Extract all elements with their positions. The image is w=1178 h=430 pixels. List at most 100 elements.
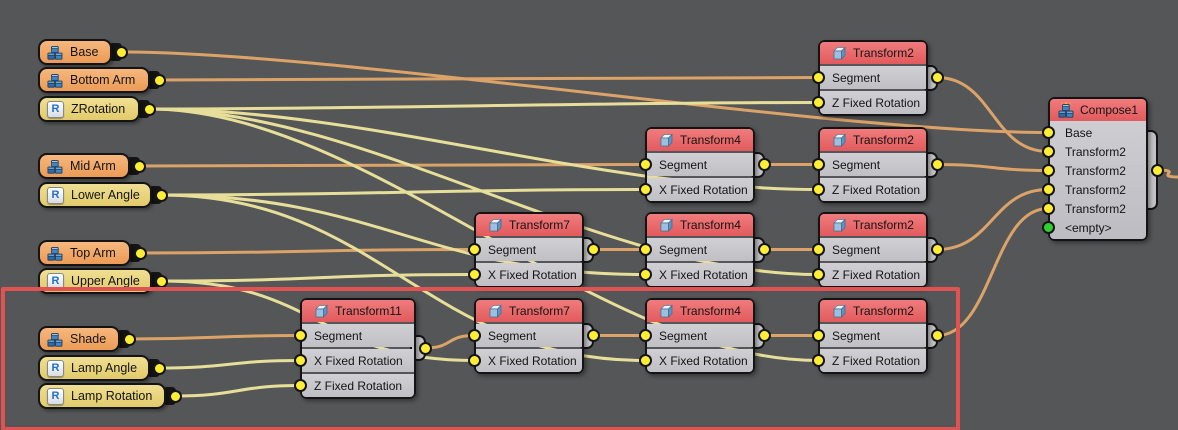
input-port[interactable]: [811, 354, 825, 367]
row-label: Segment: [832, 157, 881, 172]
row-label: Z Fixed Rotation: [832, 182, 921, 197]
node-top-arm[interactable]: Top Arm: [38, 240, 131, 266]
input-port[interactable]: [638, 183, 652, 196]
input-port[interactable]: [638, 268, 652, 281]
input-port[interactable]: [638, 158, 652, 171]
input-port[interactable]: [467, 329, 481, 342]
output-port[interactable]: [930, 158, 944, 171]
output-port[interactable]: [1150, 163, 1164, 177]
node-row: Transform2: [1050, 199, 1146, 218]
node-bottom-arm[interactable]: Bottom Arm: [38, 67, 150, 93]
transform-icon: [315, 304, 329, 318]
output-port[interactable]: [152, 361, 166, 375]
row-label: Transform2: [1065, 201, 1126, 216]
node-header: Transform11: [302, 300, 414, 322]
input-port[interactable]: [293, 354, 307, 367]
pill-label: Mid Arm: [70, 159, 116, 173]
node-row: Z Fixed Rotation: [302, 374, 414, 397]
input-port[interactable]: [293, 379, 307, 392]
output-port[interactable]: [133, 246, 147, 260]
output-port[interactable]: [154, 274, 168, 288]
transform-icon: [660, 304, 673, 318]
output-port[interactable]: [154, 188, 168, 202]
cubes-icon: [47, 247, 63, 261]
output-port[interactable]: [930, 329, 944, 342]
output-port[interactable]: [757, 329, 771, 342]
input-port[interactable]: [811, 96, 825, 109]
pill-label: Lower Angle: [71, 188, 140, 202]
row-label: Segment: [659, 328, 708, 343]
input-port[interactable]: [467, 243, 481, 256]
node-row: Z Fixed Rotation: [820, 91, 926, 114]
input-port[interactable]: [811, 243, 825, 256]
node-row: Segment: [820, 238, 926, 261]
input-port[interactable]: [1041, 202, 1055, 215]
node-row: Transform2: [1050, 180, 1146, 199]
node-title: Transform4: [680, 304, 741, 318]
node-row: X Fixed Rotation: [647, 178, 753, 201]
input-port[interactable]: [811, 71, 825, 84]
wire-orange: [1155, 168, 1178, 179]
input-port[interactable]: [811, 268, 825, 281]
output-port[interactable]: [930, 243, 944, 256]
input-port[interactable]: [1041, 145, 1055, 158]
node-base[interactable]: Base: [38, 39, 112, 65]
node-mid-arm[interactable]: Mid Arm: [38, 153, 130, 179]
output-port[interactable]: [586, 243, 600, 256]
node-shade[interactable]: Shade: [38, 326, 120, 352]
input-port[interactable]: [293, 329, 307, 342]
transform-icon: [660, 133, 673, 147]
output-port[interactable]: [757, 158, 771, 171]
output-port[interactable]: [168, 389, 182, 403]
wire-orange: [127, 334, 302, 341]
transform-icon: [833, 304, 846, 318]
input-port-empty[interactable]: [1041, 221, 1055, 234]
output-port[interactable]: [418, 341, 432, 355]
input-port[interactable]: [811, 158, 825, 171]
pill-label: Top Arm: [70, 246, 116, 260]
output-port[interactable]: [142, 102, 156, 116]
input-port[interactable]: [638, 354, 652, 367]
cubes-icon: [47, 333, 63, 347]
wire-yellow: [160, 273, 476, 283]
input-port[interactable]: [811, 183, 825, 196]
node-row: X Fixed Rotation: [647, 263, 753, 286]
input-port[interactable]: [467, 268, 481, 281]
output-port[interactable]: [152, 73, 166, 87]
input-port[interactable]: [467, 354, 481, 367]
row-label: Segment: [659, 157, 708, 172]
input-port[interactable]: [638, 243, 652, 256]
row-label: Z Fixed Rotation: [832, 267, 921, 282]
output-port[interactable]: [114, 45, 128, 59]
node-row: Z Fixed Rotation: [820, 349, 926, 372]
output-port[interactable]: [930, 71, 944, 84]
output-port[interactable]: [586, 329, 600, 342]
output-port[interactable]: [132, 159, 146, 173]
wire-orange: [935, 163, 1050, 172]
input-port[interactable]: [1041, 183, 1055, 196]
input-port[interactable]: [1041, 126, 1055, 139]
input-port[interactable]: [811, 329, 825, 342]
wire-yellow: [157, 359, 302, 370]
output-port[interactable]: [122, 332, 136, 346]
input-port[interactable]: [638, 329, 652, 342]
input-port[interactable]: [1041, 164, 1055, 177]
output-port[interactable]: [757, 243, 771, 256]
